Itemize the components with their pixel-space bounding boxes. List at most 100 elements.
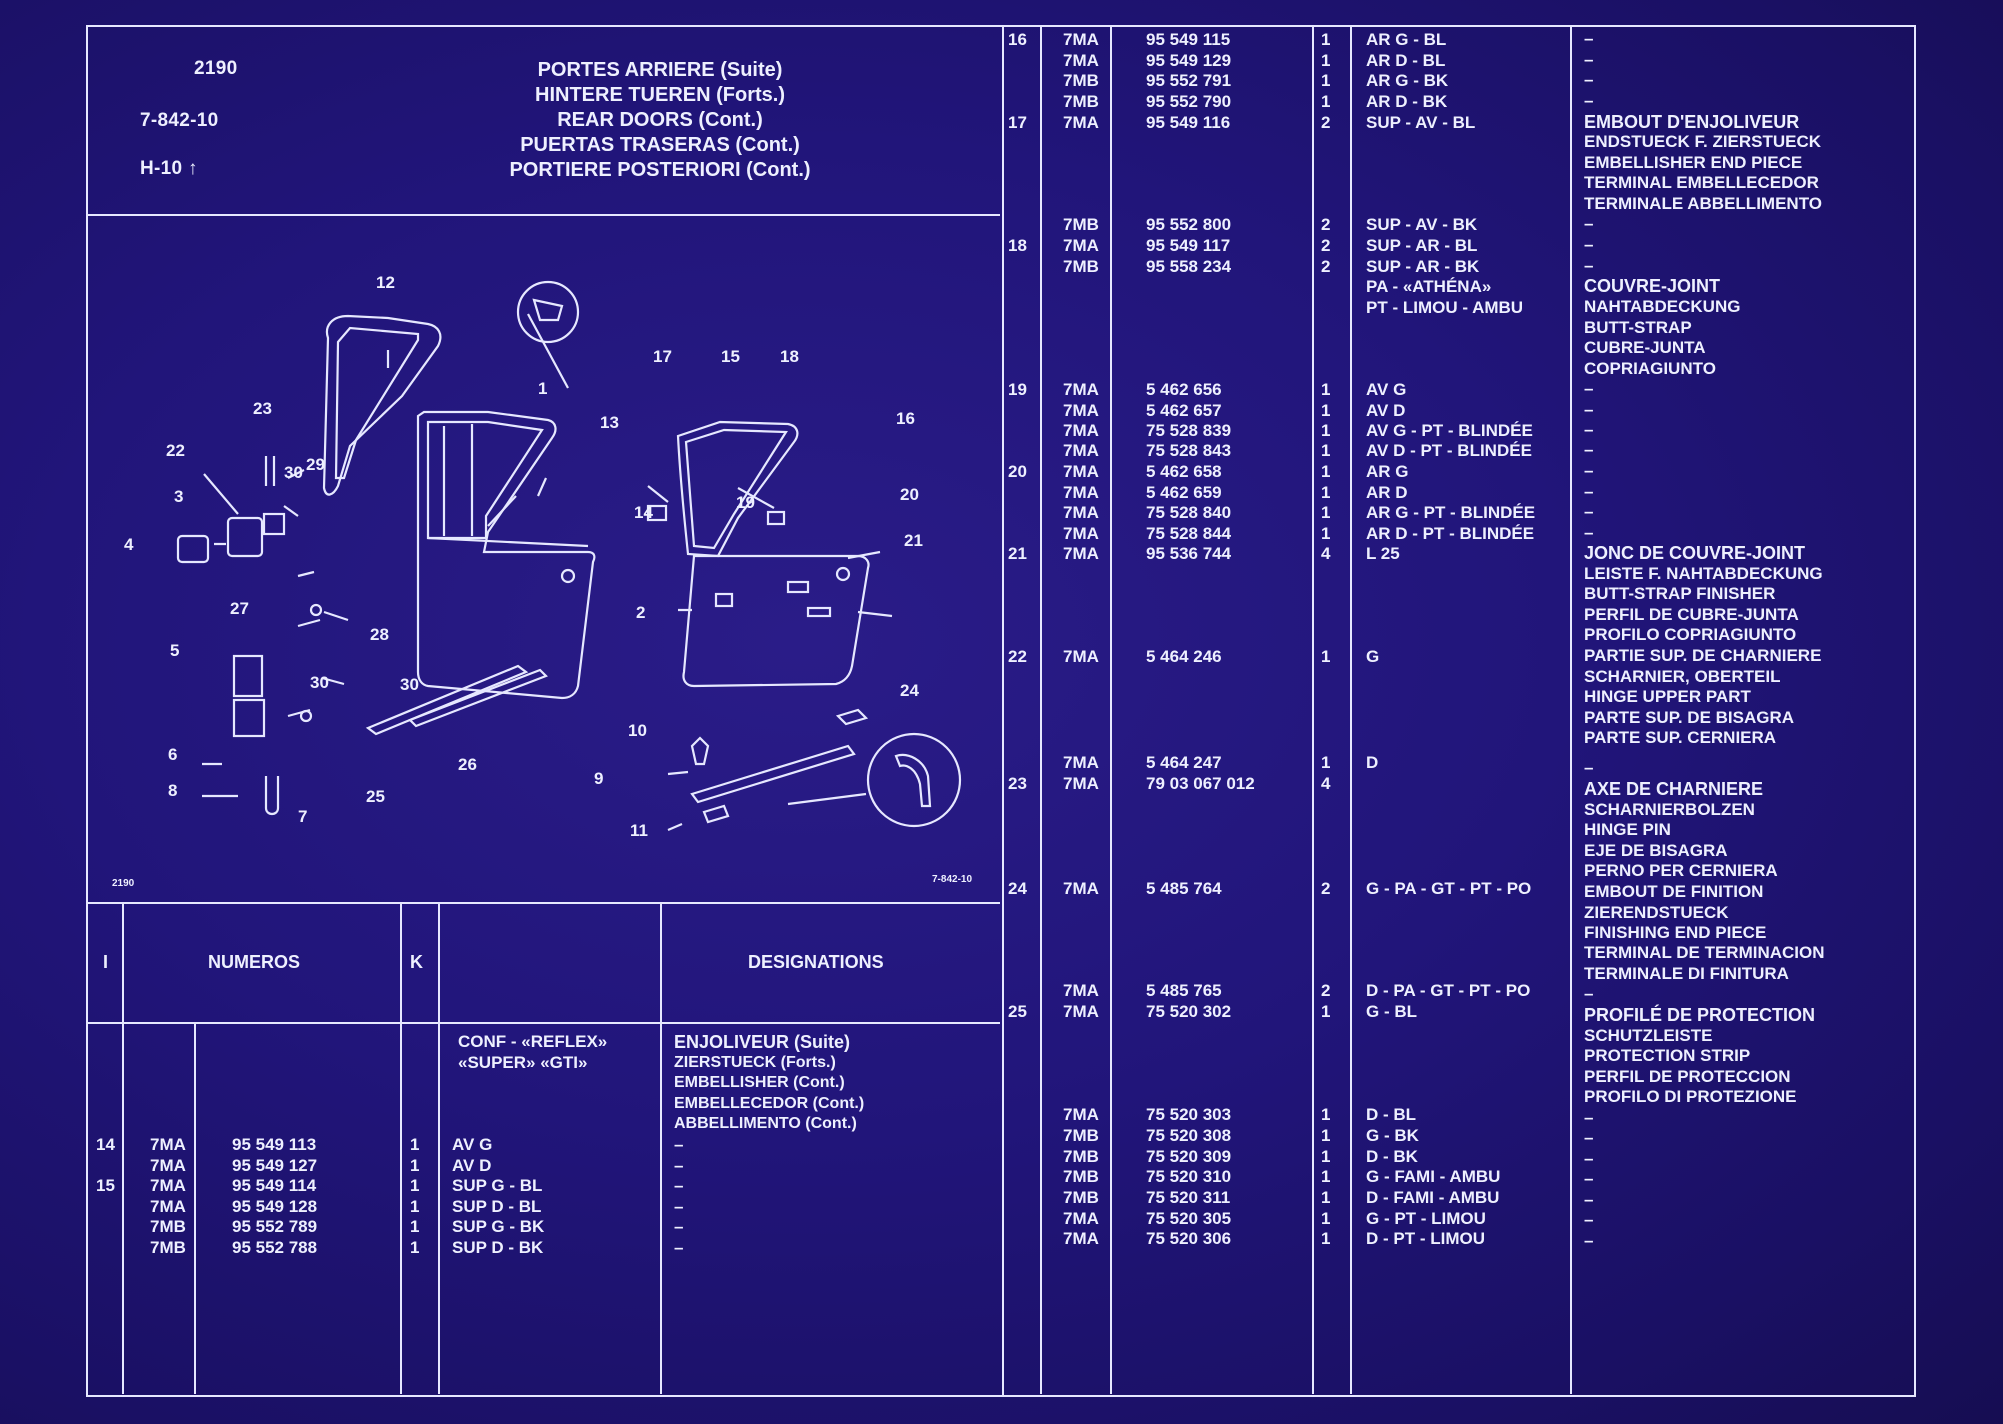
cell-k: 1: [1321, 753, 1331, 772]
designation-line: –: [1584, 1128, 1594, 1147]
title-it: PORTIERE POSTERIORI (Cont.): [509, 159, 811, 181]
cell-i: 25: [1008, 1002, 1027, 1021]
cell-var: G: [1366, 647, 1380, 666]
cell-k: 2: [1321, 236, 1331, 255]
designation-line: –: [1584, 984, 1594, 1003]
cell-code: 7MA: [1063, 524, 1099, 543]
callout: 13: [600, 413, 619, 432]
cell-num: 95 549 114: [232, 1176, 317, 1196]
designation-line: JONC DE COUVRE-JOINT: [1584, 543, 1806, 563]
exploded-door-diagram: 12 1 23 13 17 15 18 16 22 30 29 3 4 14 1…: [112, 273, 972, 889]
cell-num: 75 520 305: [1146, 1209, 1232, 1228]
cell-var: AV G - PT - BLINDÉE: [1366, 421, 1533, 440]
callout: 30: [400, 675, 419, 694]
cell-num: 5 462 657: [1146, 401, 1222, 420]
cell-num: 95 549 116: [1146, 113, 1231, 132]
cell-des: –: [674, 1238, 684, 1257]
cell-num: 75 528 839: [1146, 421, 1232, 440]
cell-var: D - BK: [1366, 1147, 1418, 1166]
cell-code: 7MB: [1063, 1147, 1099, 1166]
cell-k: 2: [1321, 879, 1331, 898]
cell-k: 2: [1321, 257, 1331, 276]
divider-diagram: [86, 902, 1000, 904]
cell-num: 75 528 840: [1146, 503, 1232, 522]
conf-note: CONF - «REFLEX» «SUPER» «GTI»: [458, 1032, 607, 1073]
cell-var: L 25: [1366, 544, 1400, 563]
callout: 15: [721, 347, 740, 366]
cell-num: 95 552 800: [1146, 215, 1232, 234]
cell-var: AR G: [1366, 462, 1409, 481]
cell-var: G - PA - GT - PT - PO: [1366, 879, 1532, 898]
col-divider: [660, 902, 662, 1394]
col-divider: [1312, 25, 1314, 1394]
cell-k: 1: [410, 1238, 420, 1257]
cell-var: D: [1366, 753, 1379, 772]
colhead-index: I: [103, 952, 109, 972]
designation-line: PERNO PER CERNIERA: [1584, 861, 1778, 880]
designation-line: EMBELLECEDOR (Cont.): [674, 1094, 865, 1112]
cell-num: 95 552 789: [232, 1217, 318, 1237]
designation-line: ABBELLIMENTO (Cont.): [674, 1115, 857, 1133]
cell-k: 2: [1321, 113, 1331, 132]
designation-line: –: [1584, 50, 1594, 69]
title-de: HINTERE TUEREN (Forts.): [535, 84, 785, 106]
designation-line: EMBOUT DE FINITION: [1584, 882, 1764, 901]
diagram-corner-right: 7-842-10: [932, 874, 972, 885]
cell-i: 23: [1008, 774, 1027, 793]
designation-line: –: [1584, 1210, 1594, 1229]
designation-line: –: [1584, 1231, 1594, 1250]
conf-line: CONF - «REFLEX»: [458, 1032, 608, 1051]
designation-line: –: [1584, 91, 1594, 110]
designation-line: –: [1584, 482, 1594, 501]
cell-k: 1: [1321, 1147, 1331, 1166]
callout: 8: [168, 781, 177, 800]
designation-line: –: [1584, 400, 1594, 419]
cell-num: 5 464 246: [1146, 647, 1222, 666]
cell-num: 75 520 306: [1146, 1229, 1232, 1248]
designation-line: PROFILO COPRIAGIUNTO: [1584, 625, 1797, 644]
designation-line: PERFIL DE PROTECCION: [1584, 1067, 1791, 1086]
callout: 16: [896, 409, 915, 428]
designation-line: PARTE SUP. CERNIERA: [1584, 728, 1777, 747]
designation-line: –: [1584, 502, 1594, 521]
door-body-1: [416, 410, 596, 700]
callout: 22: [166, 441, 185, 460]
cell-code: 7MA: [1063, 51, 1099, 70]
cell-num: 95 549 129: [1146, 51, 1232, 70]
cell-var: PA - «ATHÉNA»: [1366, 277, 1492, 296]
cell-code: 7MA: [150, 1135, 186, 1154]
designation-line: COPRIAGIUNTO: [1584, 359, 1716, 378]
cell-k: 1: [1321, 524, 1331, 543]
cell-k: 1: [1321, 441, 1331, 460]
cell-code: 7MB: [1063, 1167, 1099, 1186]
door-body-2: [682, 554, 870, 688]
cell-des: –: [674, 1155, 684, 1175]
col-divider: [1040, 25, 1042, 1394]
cell-var: AR D: [1366, 483, 1408, 502]
callout: 24: [900, 681, 919, 700]
cell-code: 7MA: [1063, 1105, 1099, 1124]
cell-var: G - BK: [1366, 1126, 1419, 1145]
cell-code: 7MB: [1063, 71, 1099, 90]
designation-line: –: [1584, 379, 1594, 398]
cell-code: 7MA: [150, 1196, 186, 1216]
designation-line: HINGE UPPER PART: [1584, 687, 1751, 706]
divider-header: [86, 214, 1000, 216]
left-designation-block: ENJOLIVEUR (Suite) ZIERSTUECK (Forts.) E…: [674, 1032, 864, 1135]
cell-des: –: [674, 1217, 684, 1237]
cell-num: 95 552 791: [1146, 71, 1232, 90]
designation-line: –: [1584, 1108, 1594, 1127]
cell-code: 7MA: [1063, 113, 1099, 132]
